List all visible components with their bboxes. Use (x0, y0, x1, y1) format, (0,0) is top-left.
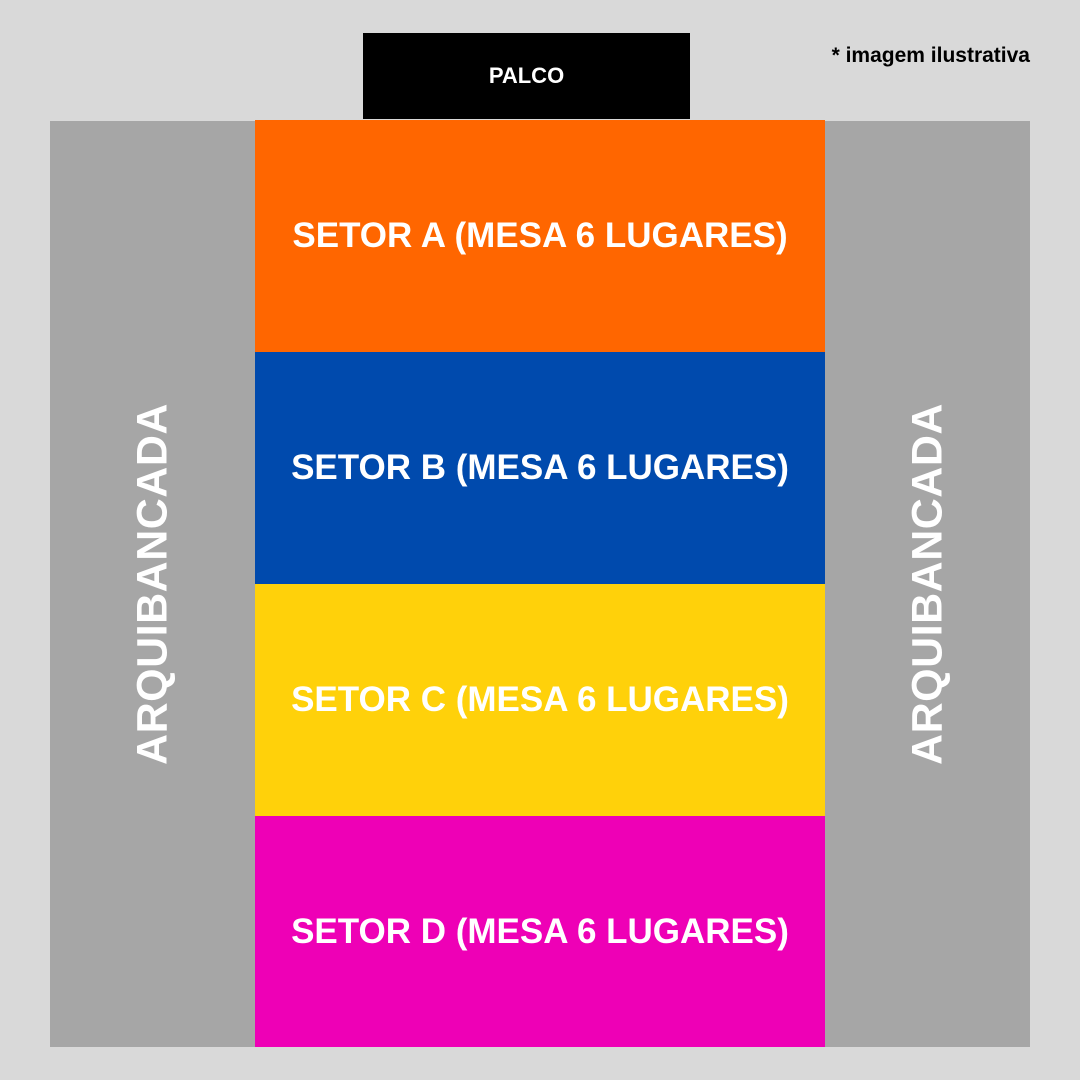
sector-b-label: SETOR B (MESA 6 LUGARES) (291, 448, 789, 487)
sector-d-label: SETOR D (MESA 6 LUGARES) (291, 911, 789, 951)
sector-b[interactable]: SETOR B (MESA 6 LUGARES) (255, 352, 825, 584)
sector-a-label: SETOR A (MESA 6 LUGARES) (292, 216, 788, 255)
stand-right-label: ARQUIBANCADA (903, 403, 951, 765)
stand-right[interactable]: ARQUIBANCADA (825, 121, 1030, 1047)
stand-left[interactable]: ARQUIBANCADA (50, 121, 255, 1047)
stage-label: PALCO (488, 63, 565, 88)
stand-left-label: ARQUIBANCADA (128, 403, 176, 765)
sector-d[interactable]: SETOR D (MESA 6 LUGARES) (255, 816, 825, 1047)
sector-c[interactable]: SETOR C (MESA 6 LUGARES) (255, 584, 825, 816)
stage: PALCO (363, 33, 690, 119)
sector-a[interactable]: SETOR A (MESA 6 LUGARES) (255, 120, 825, 352)
sector-c-label: SETOR C (MESA 6 LUGARES) (291, 680, 789, 719)
illustrative-note: * imagem ilustrativa (831, 44, 1030, 67)
